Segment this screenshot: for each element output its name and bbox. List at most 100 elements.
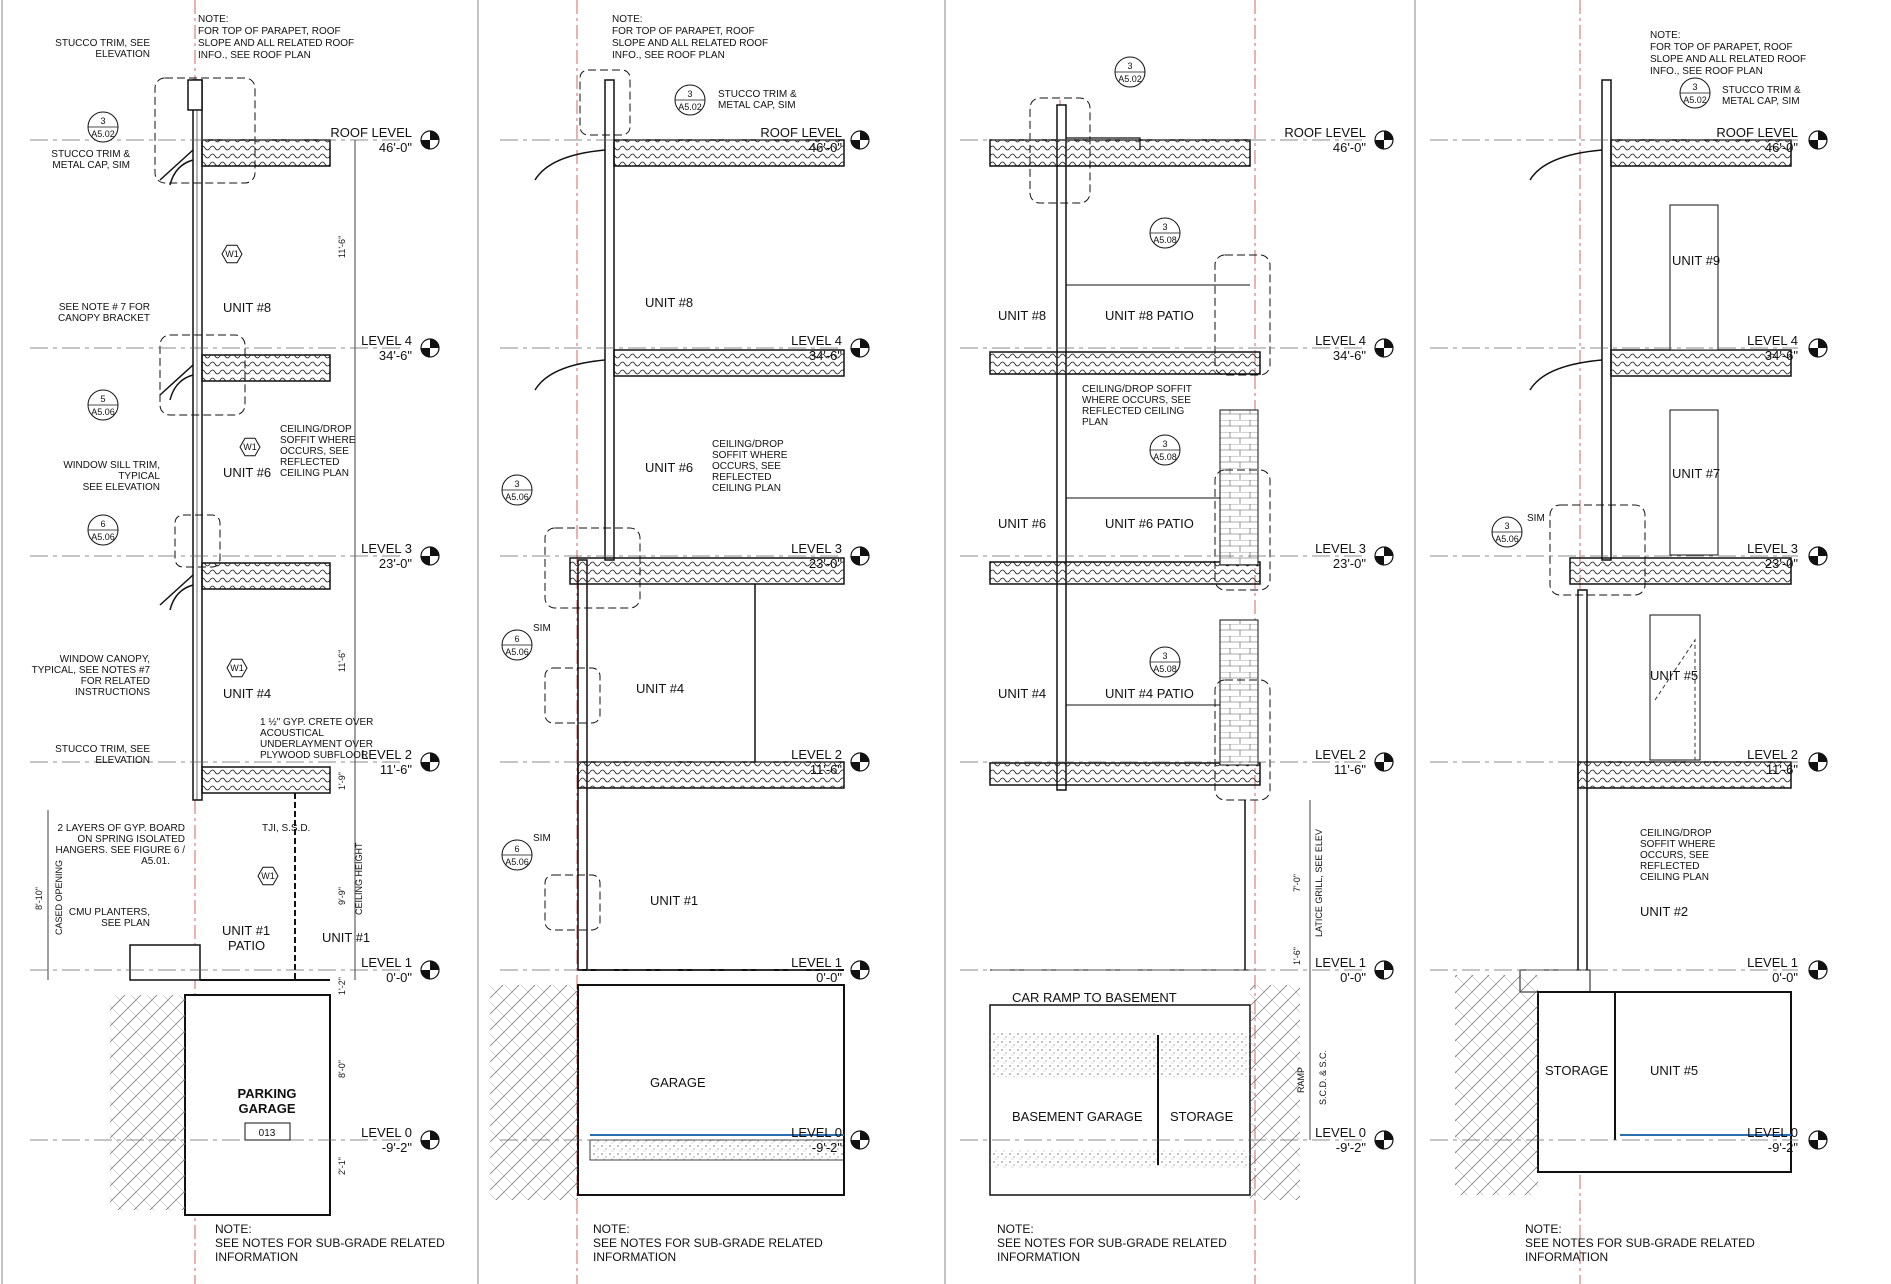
- level-marker: LEVEL 323'-0": [500, 541, 870, 571]
- level-elevation: 46'-0": [809, 140, 843, 155]
- sim-label: SIM: [1527, 513, 1545, 524]
- level-elevation: 11'-6": [1766, 762, 1799, 777]
- annotation: STUCCO TRIM, SEE: [55, 744, 150, 755]
- callout-sheet: A5.08: [1153, 235, 1177, 245]
- dimension: 11'-6": [337, 236, 347, 258]
- sim-label: SIM: [533, 833, 551, 844]
- level-datum-icon: [420, 338, 440, 358]
- wall-type-label: W1: [261, 871, 275, 881]
- callout-number: 3: [1162, 651, 1167, 661]
- level-elevation: 0'-0": [1772, 970, 1798, 985]
- callout-sheet: A5.06: [505, 492, 529, 502]
- level-marker: LEVEL 323'-0": [960, 541, 1394, 571]
- level-elevation: 34'-6": [379, 348, 413, 363]
- door: [1649, 614, 1701, 761]
- level-datum-icon: [1808, 1130, 1828, 1150]
- callout-sheet: A5.06: [505, 647, 529, 657]
- door: [1669, 409, 1719, 556]
- level-marker: LEVEL 211'-6": [960, 747, 1394, 777]
- level-datum-icon: [1374, 960, 1394, 980]
- level-name: LEVEL 2: [1315, 747, 1366, 762]
- annotation: 1 ½" GYP. CRETE OVER: [260, 717, 373, 728]
- level-marker: LEVEL 10'-0": [500, 955, 870, 985]
- annotation: REFLECTED: [280, 457, 339, 468]
- annotation: METAL CAP, SIM: [718, 100, 796, 111]
- annotation: SEE PLAN: [101, 918, 150, 929]
- unit-label: UNIT #6: [998, 516, 1046, 531]
- dimension: 1'-2": [337, 977, 347, 995]
- annotation: CEILING PLAN: [280, 468, 349, 479]
- level-name: LEVEL 3: [1747, 541, 1798, 556]
- level-marker: LEVEL 10'-0": [30, 955, 440, 985]
- annotation: TYPICAL, SEE NOTES #7: [32, 665, 151, 676]
- level-marker: LEVEL 211'-6": [1430, 747, 1828, 777]
- level-marker: LEVEL 0-9'-2": [1430, 1125, 1828, 1155]
- unit-label: UNIT #4: [636, 681, 684, 696]
- unit-label: UNIT #4 PATIO: [1105, 686, 1194, 701]
- unit-label: UNIT #8 PATIO: [1105, 308, 1194, 323]
- level-name: ROOF LEVEL: [330, 125, 412, 140]
- annotation: SEE NOTE # 7 FOR: [59, 302, 150, 313]
- detail-callout: 3A5.08: [1149, 217, 1181, 249]
- vertical-label: LATICE GRILL, SEE ELEV: [1314, 829, 1324, 937]
- annotation: UNDERLAYMENT OVER: [260, 739, 373, 750]
- note-title: NOTE:: [215, 1222, 252, 1236]
- bottom-notes: NOTE: SEE NOTES FOR SUB-GRADE RELATED IN…: [215, 1222, 1755, 1264]
- callout-number: 3: [514, 479, 519, 489]
- note-line: INFORMATION: [1525, 1250, 1608, 1264]
- detail-callout: 3A5.02: [674, 84, 706, 116]
- annotation: ELEVATION: [95, 755, 150, 766]
- level-datum-icon: [420, 130, 440, 150]
- level-name: ROOF LEVEL: [1716, 125, 1798, 140]
- level-elevation: 11'-6": [380, 762, 413, 777]
- level-datum-icon: [850, 960, 870, 980]
- earth-fill: [1455, 975, 1538, 1195]
- note-line: SEE NOTES FOR SUB-GRADE RELATED: [1525, 1236, 1755, 1250]
- vertical-label: CASED OPENING: [54, 860, 64, 935]
- level-name: LEVEL 3: [791, 541, 842, 556]
- floor-slab-level-4: [201, 354, 331, 382]
- level-marker: LEVEL 0-9'-2": [500, 1125, 870, 1155]
- note-title: NOTE:: [997, 1222, 1034, 1236]
- level-elevation: 23'-0": [1333, 556, 1367, 571]
- garage-label: GARAGE: [238, 1101, 295, 1116]
- level-elevation: -9'-2": [1336, 1140, 1367, 1155]
- annotation: STUCCO TRIM &: [51, 149, 130, 160]
- earth-fill: [1250, 985, 1300, 1200]
- level-datum-icon: [1808, 338, 1828, 358]
- note-title: NOTE:: [1525, 1222, 1562, 1236]
- parking-garage-wall: [184, 994, 331, 1216]
- floor-slab-level-4: [613, 349, 845, 377]
- level-name: LEVEL 0: [1315, 1125, 1366, 1140]
- earth-fill: [490, 985, 578, 1200]
- room-tag: 013: [259, 1128, 276, 1139]
- detail-bubble: [544, 874, 601, 931]
- floor-slab-level-4: [1610, 349, 1792, 377]
- level-elevation: 11'-6": [1334, 762, 1367, 777]
- detail-callout: 5A5.06: [87, 389, 119, 421]
- top-note-line: NOTE:: [1650, 30, 1681, 41]
- unit-label: UNIT #7: [1672, 466, 1720, 481]
- unit-label: UNIT #5: [1650, 1063, 1698, 1078]
- annotation: ACOUSTICAL: [260, 728, 324, 739]
- callout-number: 3: [1692, 82, 1697, 92]
- annotation: A5.01.: [141, 856, 170, 867]
- level-marker: LEVEL 0-9'-2": [960, 1125, 1394, 1155]
- annotation: SOFFIT WHERE: [712, 450, 788, 461]
- note-title: NOTE:: [593, 1222, 630, 1236]
- annotation: 2 LAYERS OF GYP. BOARD: [58, 823, 185, 834]
- panel-dividers: [1, 0, 1416, 1284]
- level-name: LEVEL 4: [1315, 333, 1366, 348]
- level-elevation: 0'-0": [386, 970, 412, 985]
- unit-label: UNIT #1: [322, 930, 370, 945]
- top-note-line: FOR TOP OF PARAPET, ROOF: [198, 26, 341, 37]
- vertical-label: S.C.D. & S.C.: [1318, 1050, 1328, 1105]
- note-line: SEE NOTES FOR SUB-GRADE RELATED: [593, 1236, 823, 1250]
- annotation: PLAN: [1082, 417, 1108, 428]
- top-note-line: INFO., SEE ROOF PLAN: [198, 50, 311, 61]
- level-name: LEVEL 2: [791, 747, 842, 762]
- level-name: LEVEL 3: [1315, 541, 1366, 556]
- callout-number: 3: [1127, 61, 1132, 71]
- level-name: LEVEL 0: [361, 1125, 412, 1140]
- level-datum-icon: [1374, 546, 1394, 566]
